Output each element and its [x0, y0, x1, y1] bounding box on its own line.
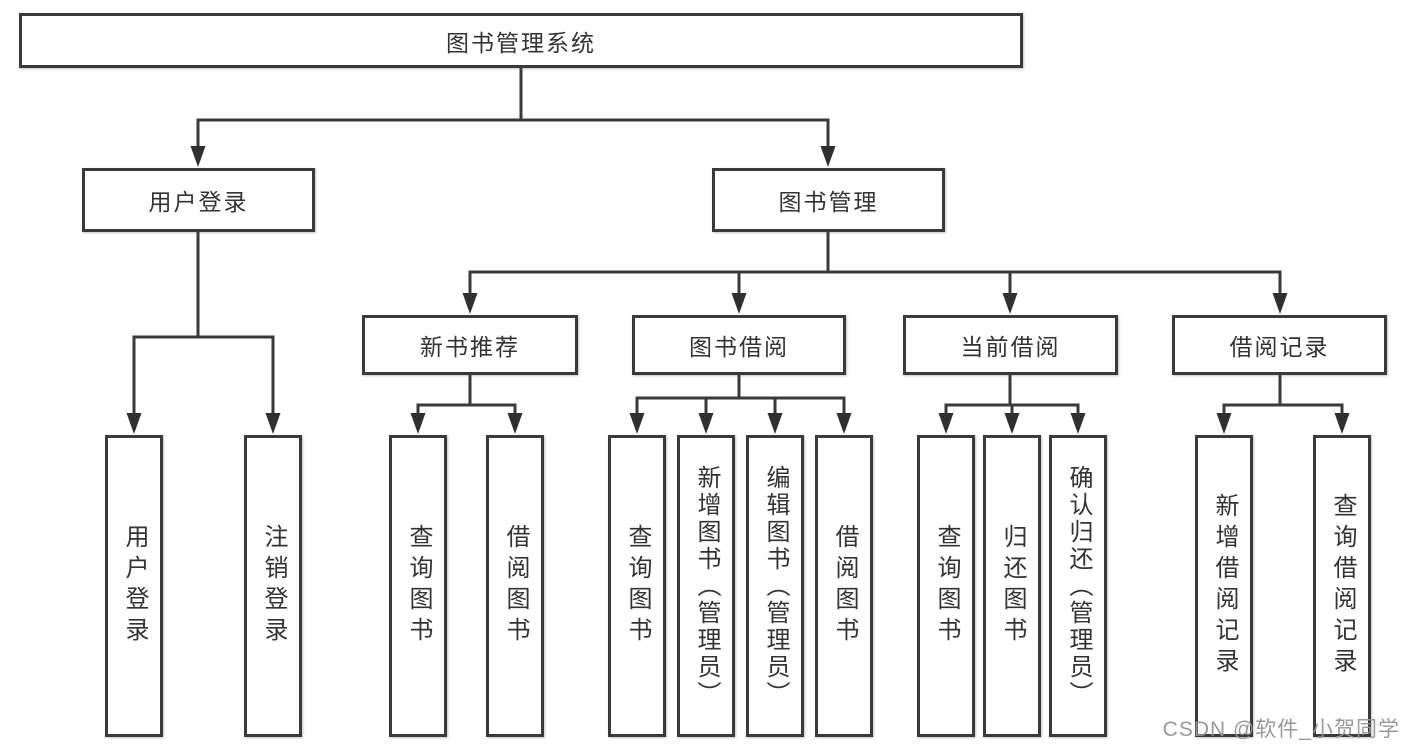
leaf-query-books-current: 查询图书: [917, 435, 975, 737]
arrow-icon: [1004, 413, 1020, 434]
node-root: 图书管理系统: [19, 13, 1023, 68]
arrow-icon: [767, 413, 783, 434]
leaf-query-books-borrow: 查询图书: [608, 435, 666, 737]
arrow-icon: [938, 413, 954, 434]
arrow-icon: [820, 146, 836, 167]
connector-current-borrow-branch: [944, 375, 1080, 417]
arrow-icon: [507, 413, 523, 434]
arrow-icon: [1070, 413, 1086, 434]
leaf-user-login: 用户登录: [105, 435, 163, 737]
arrow-icon: [410, 413, 426, 434]
arrow-icon: [1216, 413, 1232, 434]
arrow-icon: [731, 293, 747, 314]
node-book-borrow: 图书借阅: [632, 315, 846, 375]
leaf-borrow-books-recommend: 借阅图书: [486, 435, 544, 737]
connector-user-login-branch: [132, 232, 275, 417]
leaf-logout: 注销登录: [244, 435, 302, 737]
arrow-icon: [698, 413, 714, 434]
watermark: CSDN @软件_小贺同学: [1162, 718, 1400, 741]
node-new-book-recommend: 新书推荐: [362, 315, 578, 375]
node-book-management: 图书管理: [712, 168, 945, 232]
arrow-icon: [1002, 293, 1018, 314]
arrow-icon: [462, 293, 478, 314]
leaf-query-books-recommend: 查询图书: [389, 435, 447, 737]
arrowheads: [126, 146, 1350, 434]
leaf-confirm-return-admin: 确认归还（管理员）: [1049, 435, 1107, 737]
connector-borrow-records-branch: [1222, 375, 1344, 417]
node-borrow-records: 借阅记录: [1172, 315, 1387, 375]
node-user-login: 用户登录: [82, 168, 315, 232]
arrow-icon: [126, 413, 142, 434]
arrow-icon: [265, 413, 281, 434]
leaf-return-book: 归还图书: [983, 435, 1041, 737]
connector-book-borrow-branch: [635, 375, 846, 417]
arrow-icon: [1272, 293, 1288, 314]
leaf-query-borrow-record: 查询借阅记录: [1313, 435, 1371, 737]
arrow-icon: [190, 146, 206, 167]
leaf-add-borrow-record: 新增借阅记录: [1195, 435, 1253, 737]
connector-book-management-branch: [468, 232, 1282, 297]
arrow-icon: [629, 413, 645, 434]
connector-root-to-level2: [196, 68, 830, 150]
arrow-icon: [1334, 413, 1350, 434]
arrow-icon: [836, 413, 852, 434]
node-current-borrow: 当前借阅: [903, 315, 1118, 375]
leaf-borrow-books: 借阅图书: [815, 435, 873, 737]
connector-new-book-branch: [416, 375, 517, 417]
leaf-add-book-admin: 新增图书（管理员）: [677, 435, 735, 737]
leaf-edit-book-admin: 编辑图书（管理员）: [746, 435, 804, 737]
